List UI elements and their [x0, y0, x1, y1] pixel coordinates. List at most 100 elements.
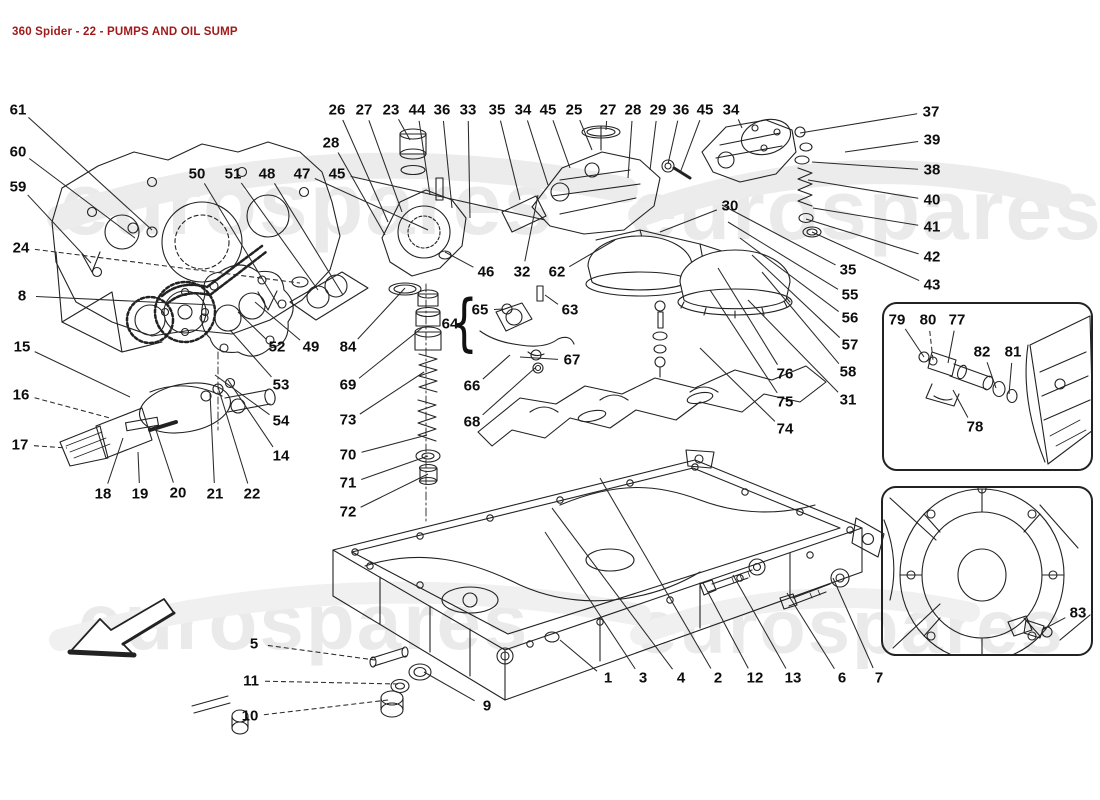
callout-7-83[interactable]: 7	[874, 669, 884, 687]
callout-65-66[interactable]: 65	[471, 301, 489, 319]
callout-10-74[interactable]: 10	[241, 707, 259, 725]
callout-68-71[interactable]: 68	[463, 413, 481, 431]
callout-63-68[interactable]: 63	[561, 301, 579, 319]
callout-79-84[interactable]: 79	[888, 311, 906, 329]
callout-29-12[interactable]: 29	[649, 101, 667, 119]
engine-block	[51, 141, 341, 353]
callout-30-50[interactable]: 30	[721, 197, 739, 215]
callout-75-58[interactable]: 75	[776, 393, 794, 411]
callout-2-79[interactable]: 2	[713, 669, 723, 687]
leader-line-77	[947, 330, 955, 364]
callout-25-9[interactable]: 25	[565, 101, 583, 119]
leader-line-35	[721, 204, 836, 266]
callout-18-32[interactable]: 18	[94, 485, 112, 503]
callout-70-63[interactable]: 70	[339, 446, 357, 464]
callout-58-55[interactable]: 58	[839, 363, 857, 381]
callout-11-73[interactable]: 11	[243, 672, 259, 690]
callout-9-75[interactable]: 9	[482, 697, 492, 715]
callout-72-65[interactable]: 72	[339, 503, 357, 521]
callout-55-52[interactable]: 55	[841, 286, 859, 304]
leader-line-52	[237, 311, 267, 341]
callout-81-88[interactable]: 81	[1004, 343, 1022, 361]
callout-39-18[interactable]: 39	[923, 131, 941, 149]
callout-34-7[interactable]: 34	[514, 101, 532, 119]
callout-50-37[interactable]: 50	[188, 165, 206, 183]
callout-12-80[interactable]: 12	[746, 669, 764, 687]
callout-49-43[interactable]: 49	[302, 338, 320, 356]
leader-line-53	[229, 329, 272, 378]
callout-28-11[interactable]: 28	[624, 101, 642, 119]
callout-16-30[interactable]: 16	[12, 386, 30, 404]
callout-38-19[interactable]: 38	[923, 161, 941, 179]
callout-28-16[interactable]: 28	[322, 134, 340, 152]
callout-76-57[interactable]: 76	[776, 365, 794, 383]
callout-46-47[interactable]: 46	[477, 263, 495, 281]
callout-56-53[interactable]: 56	[841, 309, 859, 327]
callout-37-17[interactable]: 37	[922, 103, 940, 121]
callout-48-39[interactable]: 48	[258, 165, 276, 183]
callout-67-69[interactable]: 67	[563, 351, 581, 369]
callout-57-54[interactable]: 57	[841, 336, 859, 354]
callout-54-45[interactable]: 54	[272, 412, 290, 430]
callout-1-76[interactable]: 1	[603, 669, 613, 687]
callout-64-67[interactable]: 64	[441, 315, 459, 333]
callout-80-85[interactable]: 80	[919, 311, 937, 329]
callout-69-61[interactable]: 69	[339, 376, 357, 394]
callout-51-38[interactable]: 51	[224, 165, 242, 183]
callout-8-28[interactable]: 8	[17, 287, 27, 305]
callout-53-44[interactable]: 53	[272, 376, 290, 394]
callout-6-82[interactable]: 6	[837, 669, 847, 687]
callout-24-27[interactable]: 24	[12, 239, 30, 257]
callout-45-41[interactable]: 45	[328, 165, 346, 183]
callout-47-40[interactable]: 47	[293, 165, 311, 183]
callout-40-20[interactable]: 40	[923, 191, 941, 209]
callout-71-64[interactable]: 71	[339, 474, 357, 492]
callout-45-8[interactable]: 45	[539, 101, 557, 119]
callout-27-1[interactable]: 27	[355, 101, 373, 119]
callout-66-70[interactable]: 66	[463, 377, 481, 395]
callout-33-5[interactable]: 33	[459, 101, 477, 119]
callout-84-60[interactable]: 84	[339, 338, 357, 356]
callout-61-24[interactable]: 61	[9, 101, 27, 119]
callout-4-78[interactable]: 4	[676, 669, 686, 687]
callout-21-35[interactable]: 21	[206, 485, 224, 503]
callout-20-34[interactable]: 20	[169, 484, 187, 502]
inset-box-1	[882, 302, 1093, 471]
callout-60-25[interactable]: 60	[9, 143, 27, 161]
callout-19-33[interactable]: 19	[131, 485, 149, 503]
callout-42-22[interactable]: 42	[923, 248, 941, 266]
callout-73-62[interactable]: 73	[339, 411, 357, 429]
leader-line-10	[263, 699, 389, 716]
leader-line-4	[551, 507, 673, 670]
callout-62-49[interactable]: 62	[548, 263, 566, 281]
callout-14-46[interactable]: 14	[272, 447, 290, 465]
callout-78-89[interactable]: 78	[966, 418, 984, 436]
callout-34-15[interactable]: 34	[722, 101, 740, 119]
callout-36-4[interactable]: 36	[433, 101, 451, 119]
callout-23-2[interactable]: 23	[382, 101, 400, 119]
callout-52-42[interactable]: 52	[268, 338, 286, 356]
callout-35-6[interactable]: 35	[488, 101, 506, 119]
callout-36-13[interactable]: 36	[672, 101, 690, 119]
callout-45-14[interactable]: 45	[696, 101, 714, 119]
callout-74-59[interactable]: 74	[776, 420, 794, 438]
callout-31-56[interactable]: 31	[839, 391, 857, 409]
callout-5-72[interactable]: 5	[249, 635, 259, 653]
callout-41-21[interactable]: 41	[923, 218, 941, 236]
callout-82-87[interactable]: 82	[973, 343, 991, 361]
leader-line-20	[154, 426, 174, 483]
callout-44-3[interactable]: 44	[408, 101, 426, 119]
callout-3-77[interactable]: 3	[638, 669, 648, 687]
callout-59-26[interactable]: 59	[9, 178, 27, 196]
callout-43-23[interactable]: 43	[923, 276, 941, 294]
callout-17-31[interactable]: 17	[11, 436, 29, 454]
callout-13-81[interactable]: 13	[784, 669, 802, 687]
callout-15-29[interactable]: 15	[13, 338, 31, 356]
callout-77-86[interactable]: 77	[948, 311, 966, 329]
callout-27-10[interactable]: 27	[599, 101, 617, 119]
callout-35-51[interactable]: 35	[839, 261, 857, 279]
callout-22-36[interactable]: 22	[243, 485, 261, 503]
callout-26-0[interactable]: 26	[328, 101, 346, 119]
callout-32-48[interactable]: 32	[513, 263, 531, 281]
callout-83-90[interactable]: 83	[1069, 604, 1087, 622]
